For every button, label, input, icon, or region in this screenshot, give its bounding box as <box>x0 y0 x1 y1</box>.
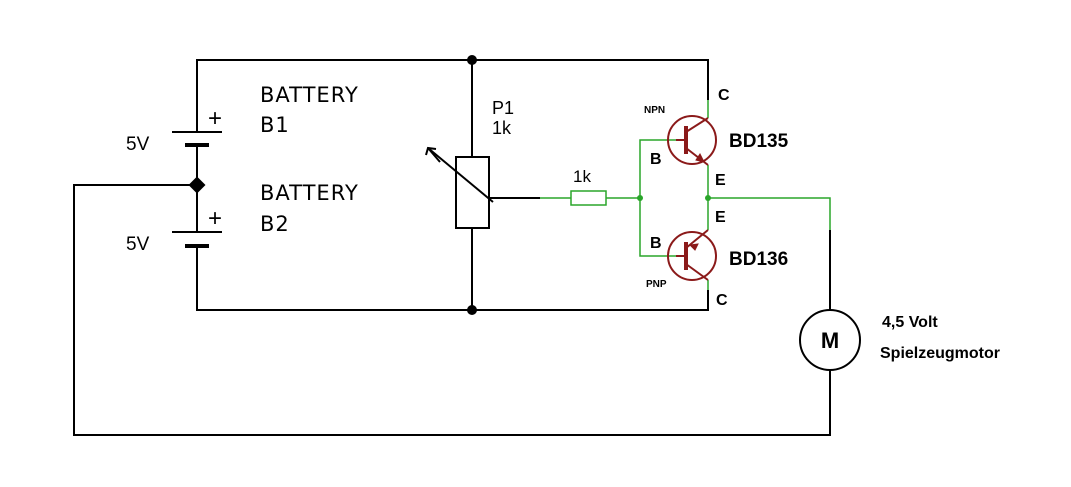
battery-b2-plus: + <box>208 205 222 232</box>
pot-value: 1k <box>492 118 512 138</box>
pnp-transistor-symbol <box>667 229 717 281</box>
wire-emitter-motor <box>708 197 831 230</box>
wire-return-loop <box>73 184 831 436</box>
battery-b2-symbol <box>172 231 222 248</box>
npn-transistor-symbol <box>667 115 717 166</box>
motor-letter: M <box>821 328 839 353</box>
green-junctions <box>637 195 711 201</box>
battery-b1-voltage: 5V <box>126 134 150 155</box>
resistor-symbol <box>570 190 607 206</box>
pnp-collector-label: C <box>716 292 728 309</box>
battery-b1-name: BATTERY <box>260 83 359 107</box>
resistor-value: 1k <box>573 167 591 186</box>
npn-collector-label: C <box>718 87 730 104</box>
junction-emitter <box>705 195 711 201</box>
battery-b2-voltage: 5V <box>126 234 150 255</box>
battery-b1-plus: + <box>208 105 222 132</box>
npn-base-label: B <box>650 151 662 168</box>
junction-battery-mid <box>188 176 206 194</box>
wire-bottom-rail <box>196 246 709 311</box>
motor-rating: 4,5 Volt <box>882 314 938 331</box>
pnp-base-label: B <box>650 235 662 252</box>
junction-base <box>637 195 643 201</box>
npn-part-label: BD135 <box>729 131 789 152</box>
pnp-type-label: PNP <box>646 279 667 290</box>
junction-bottom <box>467 305 477 315</box>
npn-emitter-label: E <box>715 172 726 189</box>
battery-b1-ref: B1 <box>260 113 290 137</box>
motor-symbol <box>799 309 861 371</box>
pot-ref: P1 <box>492 98 514 118</box>
battery-b2-name: BATTERY <box>260 181 359 205</box>
motor-description: Spielzeugmotor <box>880 345 1000 362</box>
wire-top-rail <box>196 59 709 132</box>
black-wires <box>73 59 831 436</box>
junctions <box>188 55 477 315</box>
pnp-emitter-label: E <box>715 209 726 226</box>
battery-b1-symbol <box>172 131 222 147</box>
potentiometer-p1-symbol <box>425 146 494 229</box>
battery-b2-ref: B2 <box>260 212 290 236</box>
junction-top <box>467 55 477 65</box>
npn-type-label: NPN <box>644 105 665 116</box>
pnp-part-label: BD136 <box>729 249 788 270</box>
